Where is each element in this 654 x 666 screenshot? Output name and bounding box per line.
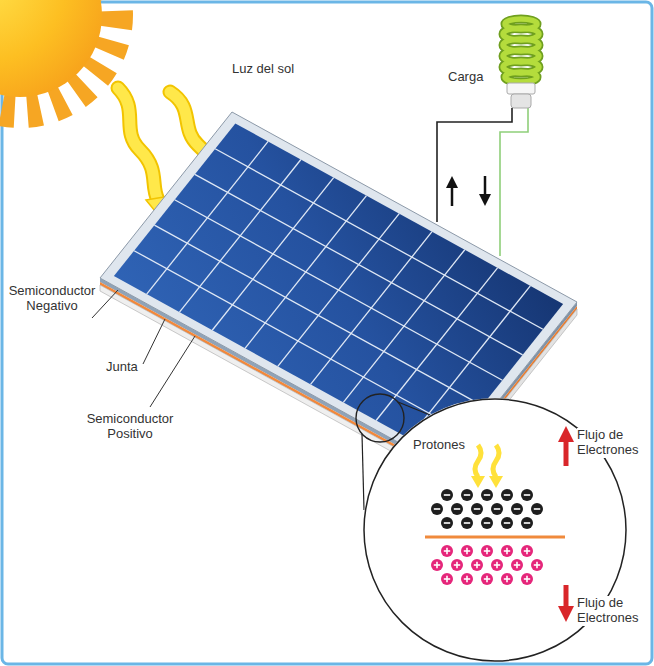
photon-label: Protones — [413, 438, 465, 453]
electron-symbol — [481, 489, 493, 501]
leader-line — [143, 319, 165, 364]
electron-symbol — [481, 517, 493, 529]
current-arrow-head — [479, 194, 491, 206]
layer-label: Semiconductor Positivo — [80, 412, 180, 442]
photon-arrow-head — [489, 476, 503, 488]
hole-symbol — [471, 559, 483, 571]
zoom-circle: ProtonesFlujo de ElectronesFlujo de Elec… — [363, 398, 627, 662]
sunlight-label: Luz del sol — [232, 62, 294, 77]
electron-symbol — [521, 489, 533, 501]
flow-arrow — [564, 440, 569, 466]
electron-symbol — [431, 503, 443, 515]
hole-symbol — [521, 573, 533, 585]
leader-line — [92, 290, 118, 318]
photon-arrows — [471, 445, 503, 488]
light-arrow-outline — [118, 88, 158, 200]
hole-symbol — [461, 545, 473, 557]
light-arrow — [118, 88, 158, 200]
zoom-line — [398, 402, 430, 415]
hole-symbol — [441, 573, 453, 585]
load-label: Carga — [448, 70, 483, 85]
light-bulb — [503, 19, 539, 108]
negative-charges — [431, 489, 543, 529]
bulb-spiral — [503, 19, 539, 82]
flow-arrow — [564, 585, 569, 608]
flow-arrow-head — [558, 426, 574, 442]
electron-symbol — [471, 503, 483, 515]
hole-symbol — [521, 545, 533, 557]
hole-symbol — [501, 545, 513, 557]
hole-symbol — [461, 573, 473, 585]
bulb-coil — [505, 72, 537, 82]
hole-symbol — [501, 573, 513, 585]
electron-symbol — [441, 517, 453, 529]
grid-line — [175, 200, 503, 381]
positive-charges — [431, 545, 543, 585]
electron-symbol — [451, 503, 463, 515]
wire — [500, 108, 528, 256]
flow-label: Flujo de Electrones — [577, 428, 649, 458]
electron-symbol — [501, 517, 513, 529]
photon-arrow — [475, 445, 481, 477]
electron-symbol — [521, 517, 533, 529]
zoom-line — [362, 434, 364, 510]
grid-line — [154, 225, 482, 406]
sun-disk — [0, 0, 102, 97]
electron-symbol — [461, 489, 473, 501]
sun-rays — [0, 0, 116, 111]
leader-lines — [92, 290, 195, 407]
flow-label: Flujo de Electrones — [577, 596, 649, 626]
hole-symbol — [431, 559, 443, 571]
current-arrow — [484, 176, 487, 196]
bulb-coil — [505, 72, 537, 82]
bulb-base — [507, 83, 535, 94]
photon-arrow-head — [471, 476, 485, 488]
current-arrow-head — [446, 176, 458, 188]
hole-symbol — [491, 559, 503, 571]
electron-symbol — [461, 517, 473, 529]
layer-label: Junta — [106, 360, 138, 375]
bulb-spiral-shade — [503, 19, 539, 82]
hole-symbol — [451, 559, 463, 571]
electron-symbol — [491, 503, 503, 515]
grid-line — [134, 251, 462, 432]
hole-symbol — [481, 545, 493, 557]
electron-symbol — [531, 503, 543, 515]
current-arrow — [451, 186, 454, 206]
hole-symbol — [441, 545, 453, 557]
electron-symbol — [501, 489, 513, 501]
bulb-socket — [511, 94, 531, 108]
electron-symbol — [441, 489, 453, 501]
leader-line — [150, 336, 195, 407]
flow-arrow-head — [558, 606, 574, 622]
zoom-spot — [356, 394, 404, 442]
load-circuit — [437, 108, 528, 256]
hole-symbol — [481, 573, 493, 585]
electron-symbol — [511, 503, 523, 515]
grid-line — [215, 149, 543, 329]
electron-flow-arrows — [558, 426, 574, 622]
layer-label: Semiconductor Negativo — [8, 284, 96, 314]
junction-line — [425, 536, 565, 539]
hole-symbol — [531, 559, 543, 571]
grid-line — [195, 174, 523, 354]
hole-symbol — [511, 559, 523, 571]
sun — [0, 0, 116, 111]
photon-arrow — [493, 445, 499, 477]
